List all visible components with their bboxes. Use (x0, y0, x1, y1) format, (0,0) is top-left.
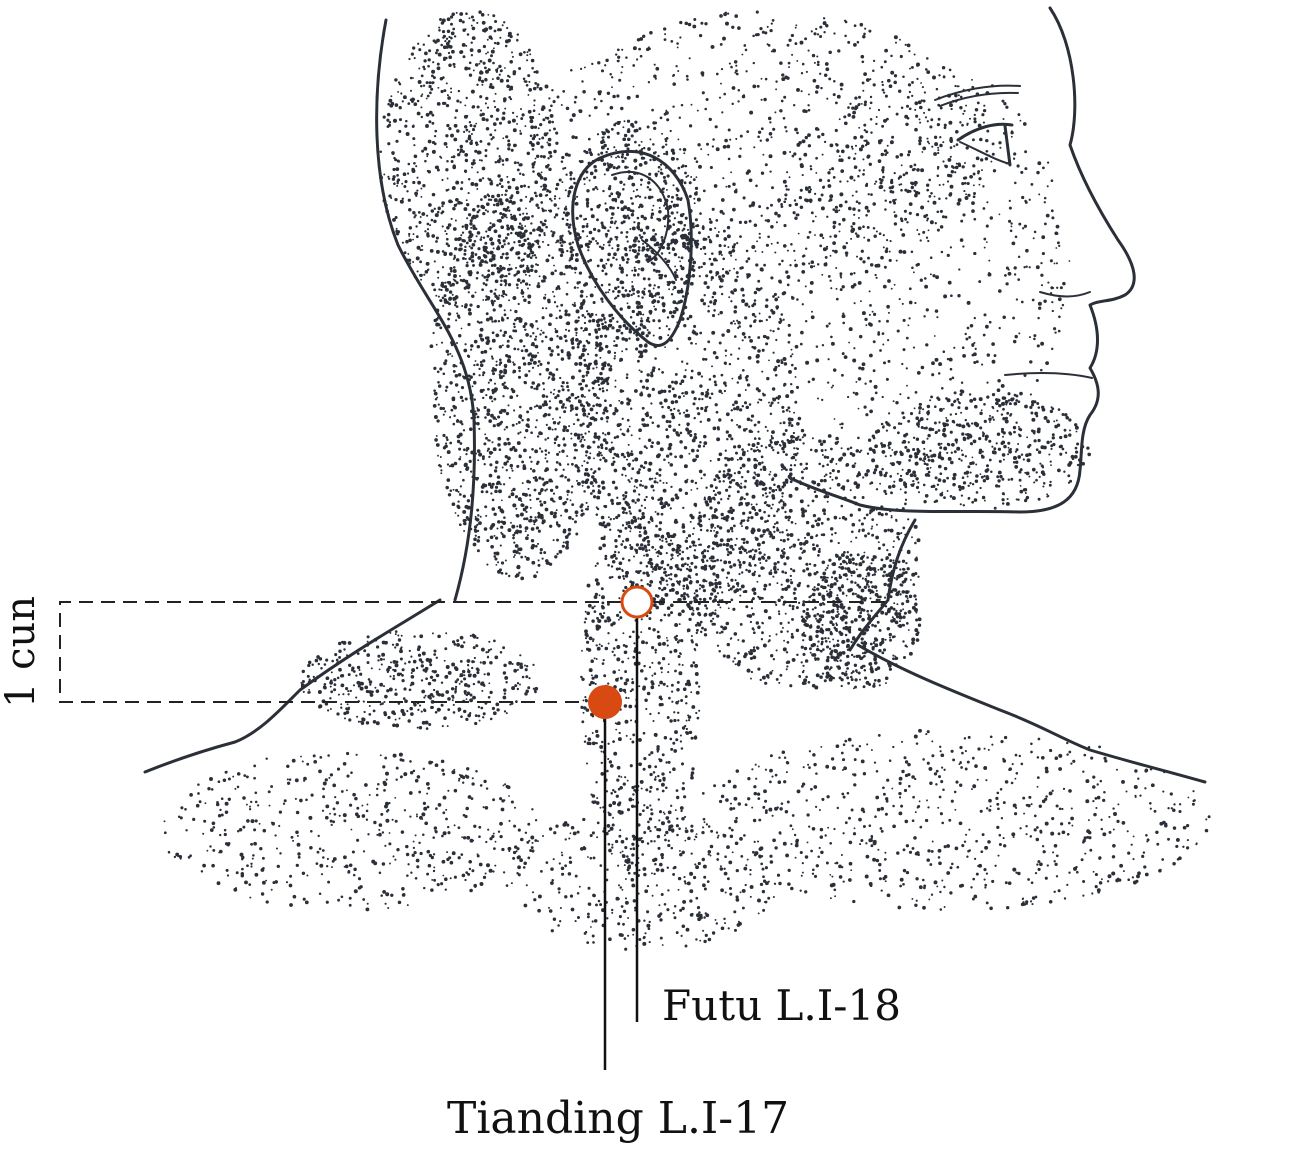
one-cun-bracket (59, 601, 885, 703)
tianding-point-marker (588, 685, 622, 719)
futu-point-marker (620, 585, 654, 619)
head-outline (143, 6, 1207, 784)
stipple-shading (163, 10, 1211, 951)
futu-label: Futu L.I-18 (662, 981, 901, 1030)
one-cun-label: 1 cun (0, 596, 44, 708)
tianding-label: Tianding L.I-17 (447, 1093, 789, 1144)
